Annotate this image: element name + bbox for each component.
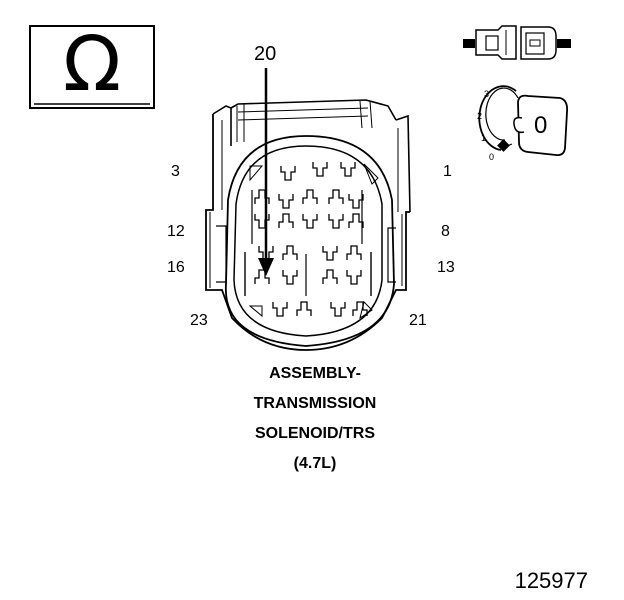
figure-number: 125977 <box>514 568 588 593</box>
terminal-cavity-24 <box>330 302 346 317</box>
pin-label-8: 8 <box>441 223 450 240</box>
caption-line-3: SOLENOID/TRS <box>254 425 375 442</box>
terminal-cavity-25 <box>352 301 368 316</box>
terminal-cavity-12 <box>328 214 344 229</box>
terminal-cavity-16 <box>322 246 338 261</box>
pin-label-23: 23 <box>190 312 208 329</box>
terminal-cavity-11 <box>302 214 318 229</box>
terminal-cavity-19 <box>282 270 298 285</box>
terminal-cavity-22 <box>272 302 288 317</box>
terminal-cavity-4 <box>254 189 270 204</box>
terminal-cavity-18 <box>254 269 270 284</box>
ohm-glyph: Ω <box>62 19 122 108</box>
pin-label-13: 13 <box>437 259 455 276</box>
terminal-cavity-14 <box>258 246 274 261</box>
terminal-cavity-2 <box>312 162 328 177</box>
terminal-cavity-17 <box>346 245 362 260</box>
terminal-cavities <box>254 162 368 317</box>
terminal-cavity-7 <box>328 189 344 204</box>
ignition-key-position: 0 <box>534 112 548 139</box>
caption-line-1: ASSEMBLY- <box>269 365 361 382</box>
ignition-scale-0: 0 <box>489 152 495 162</box>
terminal-cavity-6 <box>302 189 318 204</box>
terminal-cavity-15 <box>282 245 298 260</box>
terminal-cavity-8 <box>348 194 364 209</box>
callout-pin-20: 20 <box>254 43 277 65</box>
terminal-cavity-1 <box>280 166 296 181</box>
ignition-scale-1: 1 <box>481 133 487 143</box>
caption-line-4: (4.7L) <box>293 455 337 472</box>
ohm-symbol-icon <box>29 25 155 109</box>
terminal-cavity-10 <box>278 213 294 228</box>
callout-arrow <box>258 68 274 276</box>
terminal-cavity-21 <box>346 270 362 285</box>
terminal-cavity-20 <box>322 269 338 284</box>
ignition-key-icon <box>478 85 569 157</box>
terminal-cavity-3 <box>340 162 356 177</box>
pin-label-1: 1 <box>443 163 452 180</box>
ignition-scale-3: 3 <box>484 89 490 99</box>
pin-label-16: 16 <box>167 259 185 276</box>
pin-label-12: 12 <box>167 223 185 240</box>
pin-label-3: 3 <box>171 163 180 180</box>
ignition-scale-2: 2 <box>477 111 483 121</box>
connector-face <box>205 99 411 351</box>
caption-line-2: TRANSMISSION <box>253 395 377 412</box>
terminal-cavity-5 <box>278 194 294 209</box>
pin-label-21: 21 <box>409 312 427 329</box>
terminal-cavity-9 <box>254 214 270 229</box>
terminal-cavity-23 <box>296 301 312 316</box>
connector-disconnect-icon <box>463 25 571 60</box>
terminal-cavity-13 <box>348 213 364 228</box>
